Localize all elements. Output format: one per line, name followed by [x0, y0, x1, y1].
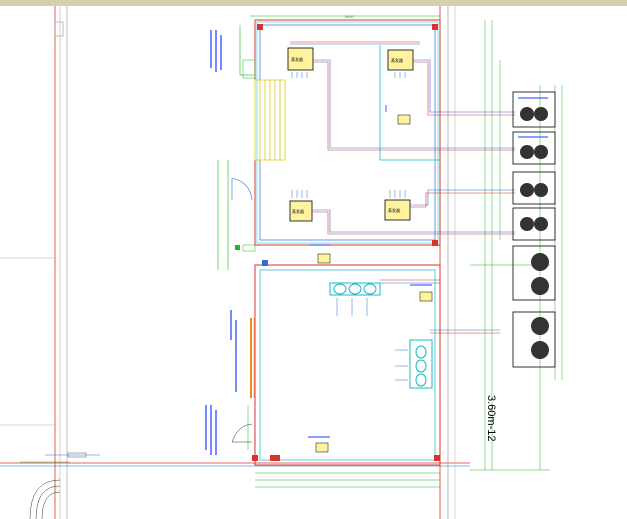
staircase: [254, 79, 286, 161]
evap-top-right-label: 蒸发器: [391, 57, 403, 63]
top-dimension-text: 6600: [345, 14, 355, 19]
annotation-notes: [205, 30, 548, 455]
viewport-top-strip: [0, 0, 627, 6]
rotated-dimension-note: 3.60m-12: [485, 395, 497, 441]
refrigerant-piping: [312, 59, 515, 235]
doors[interactable]: [231, 59, 256, 443]
evap-mid-right-label: 蒸发器: [388, 207, 400, 213]
evap-mid-left-label: 蒸发器: [292, 208, 304, 214]
evaporator-units[interactable]: 蒸发器 蒸发器 蒸发器 蒸发器: [287, 47, 433, 389]
dimension-lines: 6600: [20, 14, 563, 488]
lower-cold-room[interactable]: [254, 264, 500, 466]
upper-cold-room[interactable]: [254, 19, 441, 246]
evap-top-left-label: 蒸发器: [291, 56, 303, 62]
column-markers: [235, 24, 440, 461]
stair-arc-lines: [29, 452, 100, 519]
condenser-units[interactable]: [512, 91, 556, 368]
control-boxes: [315, 114, 433, 453]
